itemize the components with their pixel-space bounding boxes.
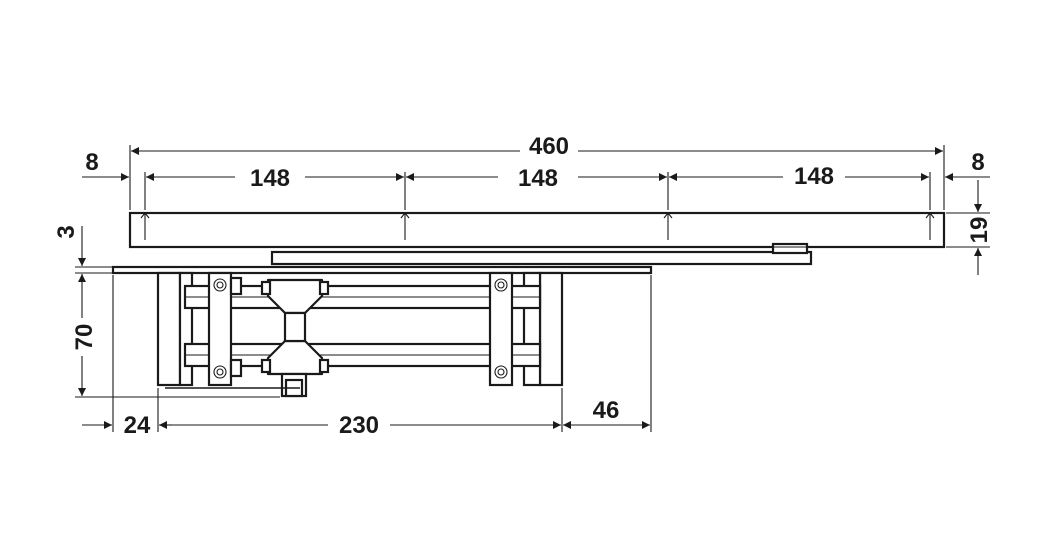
dim-gap: 3 — [53, 225, 80, 238]
dim-segment-1: 148 — [250, 165, 290, 192]
dim-rail-height: 19 — [966, 217, 993, 244]
extension-lines — [75, 145, 990, 432]
dim-right-offset: 8 — [971, 149, 984, 176]
slide-arm — [270, 242, 813, 266]
dimension-lines — [78, 147, 990, 429]
mounting-plate — [111, 265, 653, 275]
dim-segment-2: 148 — [518, 165, 558, 192]
dim-body-length: 230 — [339, 412, 379, 439]
dim-right-extension: 46 — [593, 397, 620, 424]
dim-body-height: 70 — [71, 324, 98, 351]
dim-left-offset: 8 — [85, 149, 98, 176]
dim-total-length: 460 — [529, 133, 569, 160]
dim-segment-3: 148 — [794, 163, 834, 190]
dim-left-inset: 24 — [124, 412, 151, 439]
closer-body — [156, 271, 564, 398]
guide-rail — [128, 211, 946, 249]
